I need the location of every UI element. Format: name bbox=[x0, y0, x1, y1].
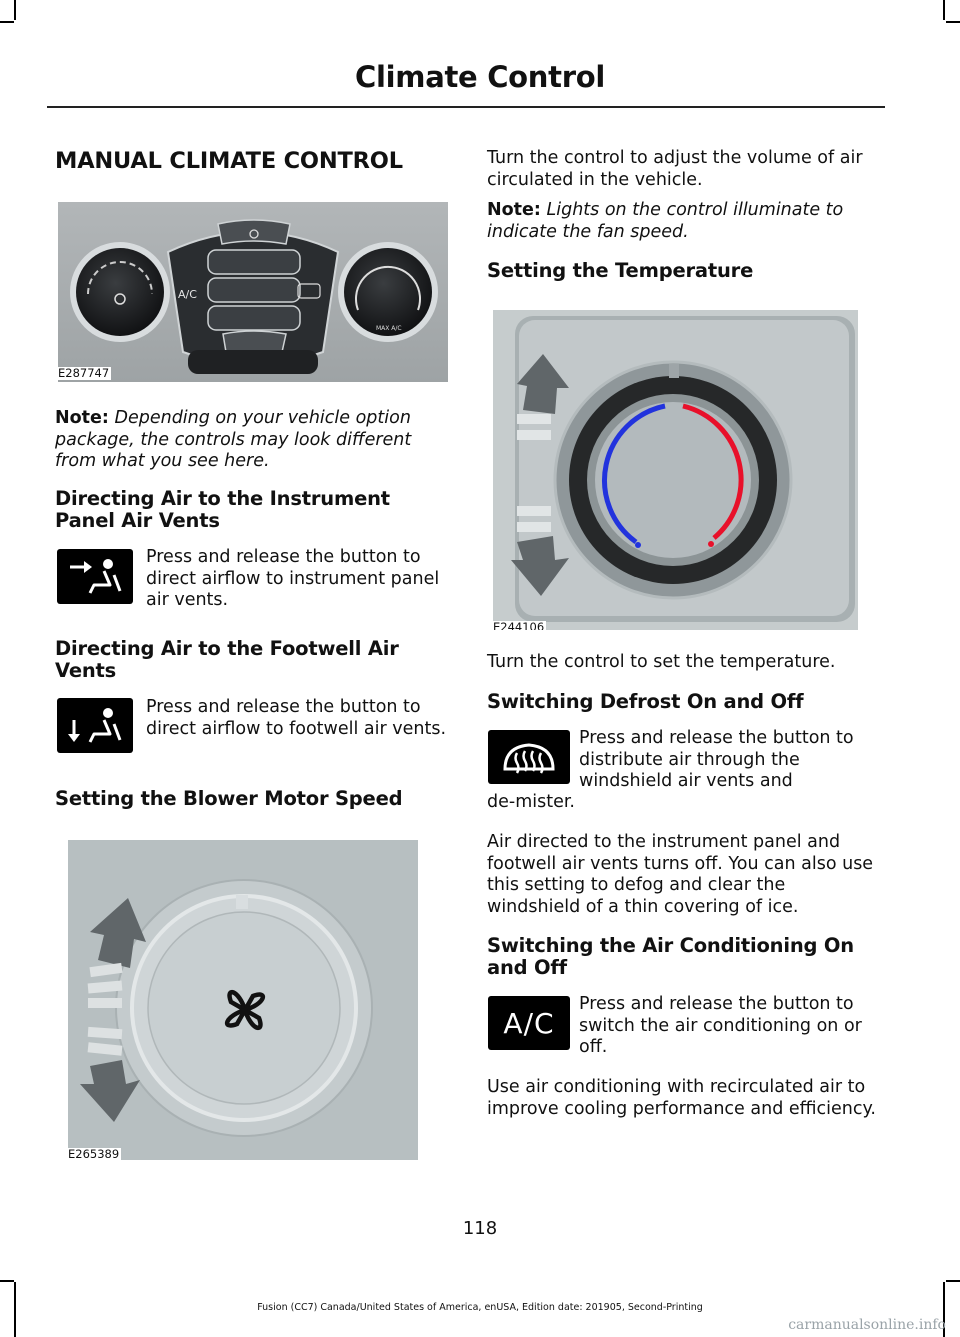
page-header-title: Climate Control bbox=[355, 60, 605, 94]
temperature-heading: Setting the Temperature bbox=[487, 259, 754, 282]
crop-mark-tr-h bbox=[946, 21, 960, 23]
temperature-text: Turn the control to set the temperature. bbox=[487, 652, 836, 672]
watermark: carmanualsonline.info bbox=[788, 1317, 946, 1333]
temperature-illustration bbox=[493, 310, 858, 630]
max-ac-label: MAX A/C bbox=[376, 325, 402, 332]
temperature-figure-code: E244106 bbox=[493, 621, 547, 630]
note-label: Note: bbox=[55, 408, 109, 428]
footwell-vents-text: Press and release the button to direct a… bbox=[146, 697, 447, 739]
ac-icon-box: A/C bbox=[488, 996, 570, 1050]
defrost-text: Press and release the button to distribu… bbox=[579, 728, 854, 791]
header-rule bbox=[47, 106, 885, 108]
page-number: 118 bbox=[462, 1218, 498, 1239]
blower-figure: E265389 bbox=[68, 840, 418, 1160]
blower-figure-code: E265389 bbox=[68, 1147, 122, 1160]
cold-arc bbox=[602, 403, 666, 545]
panel-vent-icon bbox=[70, 558, 122, 594]
defrost-text-continued: de-mister. bbox=[487, 792, 575, 812]
temperature-figure: E244106 bbox=[493, 310, 858, 630]
footwell-vent-icon-box bbox=[57, 698, 133, 753]
ac-label-small: A/C bbox=[178, 288, 197, 301]
left-column: MANUAL CLIMATE CONTROL bbox=[55, 148, 450, 174]
section-heading: MANUAL CLIMATE CONTROL bbox=[55, 148, 403, 174]
blower-heading: Setting the Blower Motor Speed bbox=[55, 787, 403, 810]
crop-mark-br-v bbox=[943, 1282, 945, 1337]
crop-mark-bl-v bbox=[14, 1282, 16, 1337]
blower-illustration bbox=[68, 840, 418, 1160]
ac-text: Press and release the button to switch t… bbox=[579, 994, 862, 1057]
defrost-text-2: Air directed to the instrument panel and… bbox=[487, 832, 874, 917]
instrument-vents-heading: Directing Air to the Instrument Panel Ai… bbox=[55, 487, 390, 532]
climate-panel-illustration: A/C MAX A/C bbox=[58, 202, 448, 382]
defrost-icon bbox=[503, 743, 555, 774]
instrument-vents-text: Press and release the button to direct a… bbox=[146, 547, 440, 610]
figure-code: E287747 bbox=[58, 366, 112, 380]
climate-panel-figure: A/C MAX A/C E287747 bbox=[58, 202, 448, 382]
crop-mark-br-h bbox=[946, 1280, 960, 1282]
crop-mark-bl-h bbox=[0, 1280, 14, 1282]
footwell-vents-heading: Directing Air to the Footwell Air Vents bbox=[55, 637, 399, 682]
panel-vent-icon-box bbox=[57, 549, 133, 604]
ac-heading: Switching the Air Conditioning On and Of… bbox=[487, 934, 854, 979]
fan-note-label: Note: bbox=[487, 200, 541, 220]
fan-note: Note: Lights on the control illuminate t… bbox=[487, 200, 877, 243]
footwell-vent-icon bbox=[68, 707, 122, 743]
blower-text: Turn the control to adjust the volume of… bbox=[487, 148, 863, 190]
defrost-heading: Switching Defrost On and Off bbox=[487, 690, 804, 713]
crop-mark-tl-h bbox=[0, 21, 14, 23]
ac-icon: A/C bbox=[503, 1006, 555, 1040]
crop-mark-tl-v bbox=[14, 0, 16, 20]
edition-info: Fusion (CC7) Canada/United States of Ame… bbox=[257, 1302, 703, 1313]
crop-mark-tr-v bbox=[943, 0, 945, 20]
note-paragraph: Note: Depending on your vehicle option p… bbox=[55, 408, 435, 473]
hot-arc bbox=[682, 403, 744, 540]
defrost-icon-box bbox=[488, 730, 570, 784]
note-text: Depending on your vehicle option package… bbox=[55, 408, 412, 471]
fan-note-text: Lights on the control illuminate to indi… bbox=[487, 200, 844, 242]
ac-text-2: Use air conditioning with recirculated a… bbox=[487, 1077, 876, 1119]
